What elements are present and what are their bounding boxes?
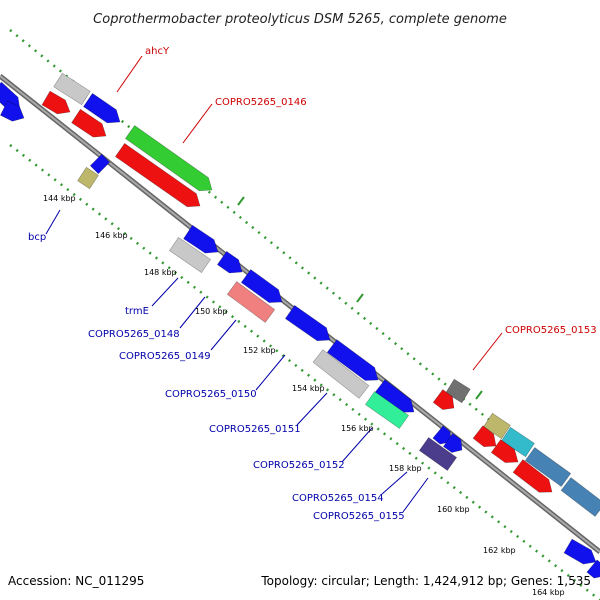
gene-label-trmE[interactable]: trmE [125,306,149,317]
feature-red[interactable] [114,142,201,208]
major-ticks [237,196,483,400]
feature-green[interactable] [124,125,213,192]
tick-label-146: 146 kbp [95,231,128,240]
feature-red[interactable] [490,439,519,463]
gene-label-COPRO5265_0153[interactable]: COPRO5265_0153 [505,325,597,336]
feature-grey[interactable] [312,349,370,399]
gene-label-COPRO5265_0151[interactable]: COPRO5265_0151 [209,424,301,435]
feature-grey[interactable] [53,72,91,106]
tick-label-158: 158 kbp [389,464,422,473]
feature-steelblue[interactable] [524,447,572,487]
feature-khaki[interactable] [483,412,511,440]
feature-indigo[interactable] [418,437,458,471]
feature-blue[interactable] [183,224,219,254]
gene-label-COPRO5265_0152[interactable]: COPRO5265_0152 [253,460,345,471]
tick-label-156: 156 kbp [341,424,374,433]
feature-blue[interactable] [89,153,111,175]
tick-labels: 144 kbp 146 kbp 148 kbp 150 kbp 152 kbp … [43,194,565,597]
feature-grey[interactable] [169,236,211,274]
tick-label-154: 154 kbp [292,384,325,393]
gene-labels: ahcY COPRO5265_0146 COPRO5265_0153 bcp t… [28,46,597,522]
gene-label-COPRO5265_0146[interactable]: COPRO5265_0146 [215,97,307,108]
feature-salmon[interactable] [226,281,276,323]
tick-label-144: 144 kbp [43,194,76,203]
feature-blue[interactable] [326,339,379,381]
feature-red[interactable] [472,425,497,448]
gene-label-ahcY[interactable]: ahcY [145,46,170,57]
feature-red[interactable] [432,389,455,410]
gene-label-COPRO5265_0149[interactable]: COPRO5265_0149 [119,351,211,362]
tick-label-150: 150 kbp [195,307,228,316]
feature-blue[interactable] [240,269,283,303]
feature-red[interactable] [512,459,553,493]
feature-blue[interactable] [442,433,463,453]
gene-label-COPRO5265_0148[interactable]: COPRO5265_0148 [88,329,180,340]
gene-label-COPRO5265_0150[interactable]: COPRO5265_0150 [165,389,257,400]
feature-blue[interactable] [0,81,21,111]
feature-blue[interactable] [0,100,25,122]
feature-cyan[interactable] [501,426,535,458]
genome-summary-text: Topology: circular; Length: 1,424,912 bp… [260,574,591,588]
accession-text: Accession: NC_011295 [8,574,144,588]
feature-steelblue[interactable] [560,477,600,517]
gene-label-COPRO5265_0154[interactable]: COPRO5265_0154 [292,493,384,504]
gene-label-bcp[interactable]: bcp [28,232,46,243]
feature-blue[interactable] [563,538,597,565]
feature-darkgrey[interactable] [445,378,471,404]
feature-aqua[interactable] [364,391,410,429]
gene-features [0,72,600,579]
feature-blue[interactable] [284,304,331,342]
feature-blue[interactable] [432,425,451,445]
gene-label-COPRO5265_0155[interactable]: COPRO5265_0155 [313,511,405,522]
tick-label-152: 152 kbp [243,346,276,355]
tick-label-162: 162 kbp [483,546,516,555]
label-leaders [45,55,503,513]
tick-label-148: 148 kbp [144,268,177,277]
feature-red[interactable] [41,90,71,115]
tick-label-164: 164 kbp [532,588,565,597]
map-title: Coprothermobacter proteolyticus DSM 5265… [93,12,507,27]
feature-khaki[interactable] [77,166,99,190]
feature-blue[interactable] [586,559,600,579]
feature-blue[interactable] [83,92,121,124]
feature-blue[interactable] [216,250,243,274]
inner-tick-ring [9,144,600,600]
feature-red[interactable] [71,108,107,138]
tick-label-160: 160 kbp [437,505,470,514]
